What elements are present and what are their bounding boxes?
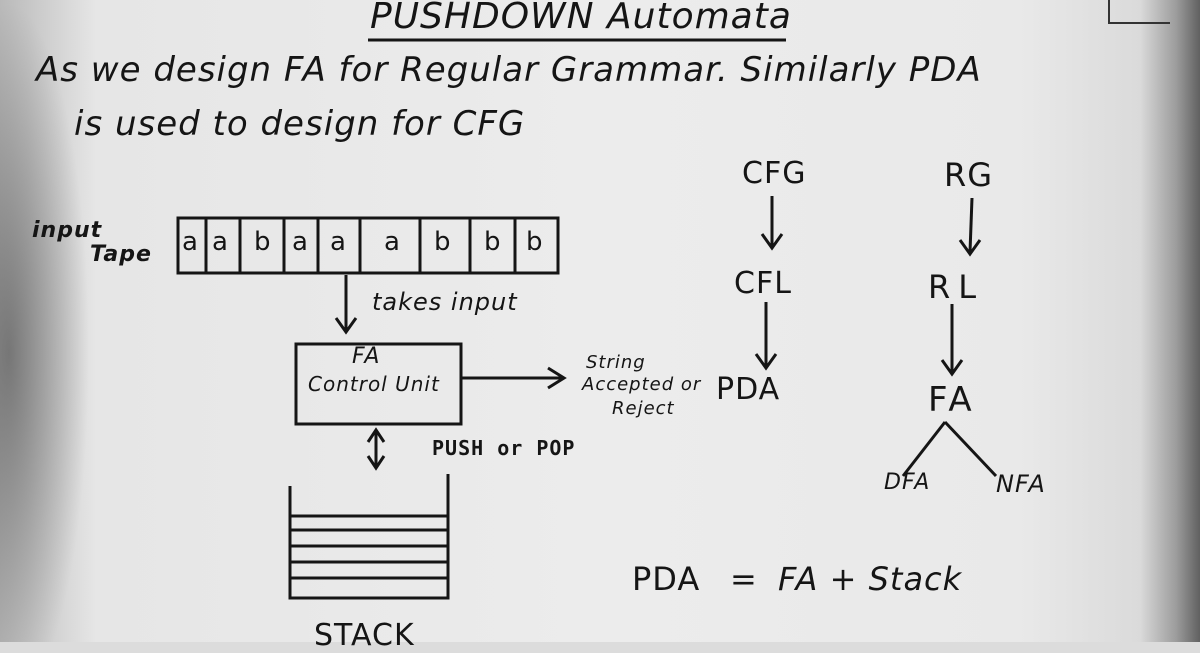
- tape-label-tape: Tape: [90, 242, 152, 267]
- cfg-arrows: [754, 196, 784, 371]
- stack: [288, 474, 450, 600]
- nfa-label: NFA: [996, 470, 1046, 498]
- tape-dividers: [204, 218, 517, 273]
- corner-mark: [1108, 0, 1170, 24]
- fa-label: FA: [928, 380, 976, 420]
- formula-lhs: PDA: [632, 560, 701, 598]
- tape-cell: b: [254, 227, 272, 257]
- output-line-1: String: [586, 352, 646, 373]
- output-line-3: Reject: [612, 398, 675, 419]
- push-pop-label: PUSH or POP: [432, 436, 576, 460]
- tape-cell: b: [484, 227, 502, 257]
- cfg-label: CFG: [742, 156, 807, 191]
- page-title: PUSHDOWN Automata: [370, 0, 792, 37]
- stack-label: STACK: [314, 618, 415, 653]
- rl-label: RL: [928, 268, 985, 306]
- board-shadow-right: [1140, 0, 1200, 642]
- tape-cell: a: [182, 227, 199, 257]
- control-unit-fa: FA: [352, 344, 381, 369]
- board-shadow-left: [0, 0, 90, 642]
- formula-equals: =: [730, 560, 758, 598]
- tape-cell: a: [384, 227, 401, 257]
- control-unit-label: Control Unit: [308, 372, 440, 396]
- tape-cell: a: [292, 227, 309, 257]
- tape-label-input: input: [32, 218, 103, 243]
- control-unit-box: [294, 342, 463, 426]
- intro-line-1: As we design FA for Regular Grammar. Sim…: [36, 50, 982, 90]
- tape-cell: a: [212, 227, 229, 257]
- takes-input-label: takes input: [372, 288, 518, 316]
- output-line-2: Accepted or: [582, 374, 702, 395]
- rg-label: RG: [944, 156, 994, 194]
- pda-label: PDA: [716, 372, 781, 407]
- takes-input-arrow: [334, 275, 358, 335]
- tape-cell: b: [526, 227, 544, 257]
- rg-arrows: [940, 197, 982, 377]
- intro-line-2: is used to design for CFG: [74, 104, 526, 144]
- cfl-label: CFL: [734, 266, 792, 301]
- formula-rhs: FA + Stack: [778, 560, 963, 598]
- tape-box: [176, 216, 560, 275]
- dfa-label: DFA: [884, 470, 931, 495]
- tape-cell: b: [434, 227, 452, 257]
- tape-cell: a: [330, 227, 347, 257]
- output-arrow: [462, 366, 567, 390]
- push-pop-arrow: [366, 427, 386, 471]
- fa-branches: [901, 420, 998, 478]
